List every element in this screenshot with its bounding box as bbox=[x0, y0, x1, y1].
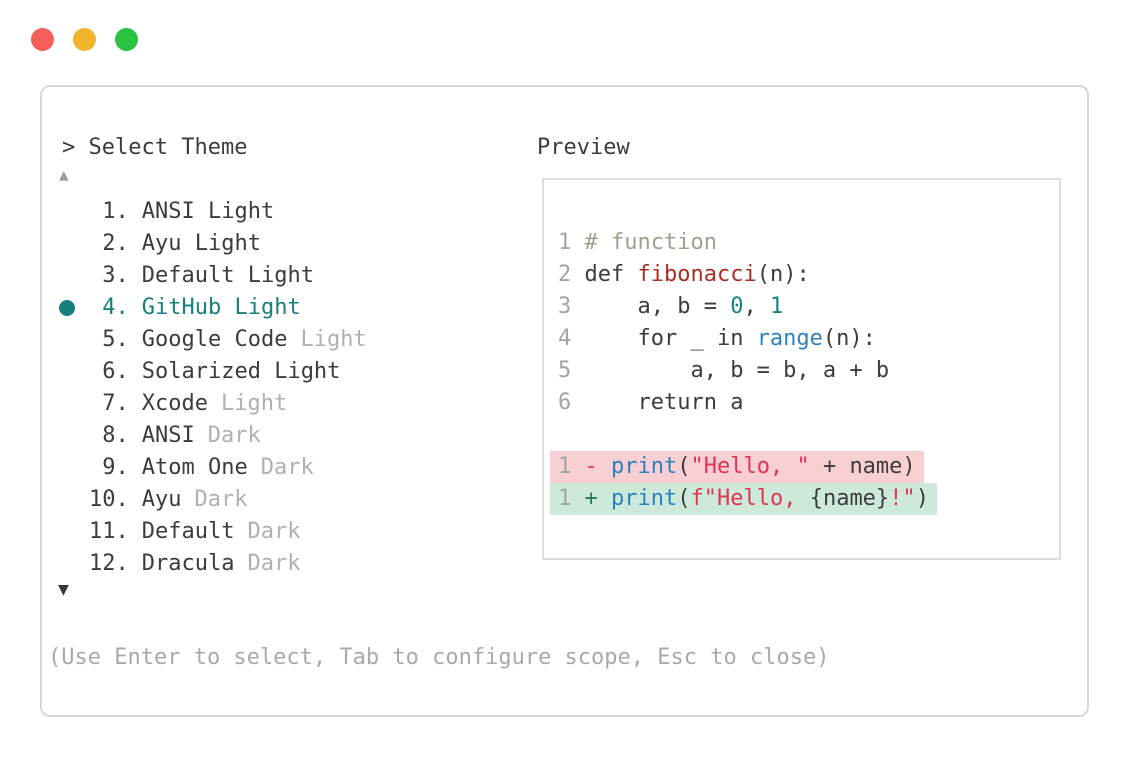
code-line: 5 a, b = b, a + b bbox=[558, 358, 890, 383]
theme-option-github-light[interactable]: 4.GitHub Light bbox=[59, 292, 367, 324]
diff-removed-line: 1 - print("Hello, " + name) bbox=[550, 451, 1059, 483]
minimize-button[interactable] bbox=[73, 28, 96, 51]
dialog-header: > Select Theme bbox=[62, 132, 247, 164]
theme-option-default-light[interactable]: 3.Default Light bbox=[89, 263, 314, 288]
close-button[interactable] bbox=[31, 28, 54, 51]
line-number: 1 bbox=[558, 486, 585, 511]
preview-pane: 1 # function 2 def fibonacci(n): 3 a, b … bbox=[542, 178, 1061, 560]
theme-option-ansi-light[interactable]: 1.ANSI Light bbox=[89, 199, 275, 224]
diff-minus-sign: - bbox=[584, 454, 611, 479]
code-line: 2 def fibonacci(n): bbox=[558, 262, 810, 287]
line-number: 4 bbox=[558, 326, 585, 351]
scroll-down-icon[interactable]: ▼ bbox=[58, 579, 69, 600]
code-line: 6 return a bbox=[558, 390, 744, 415]
keyboard-hint: (Use Enter to select, Tab to configure s… bbox=[48, 645, 830, 670]
window-controls bbox=[31, 28, 138, 51]
code-line: 1 # function bbox=[558, 230, 717, 255]
code-line: 4 for _ in range(n): bbox=[558, 326, 876, 351]
dialog-title: Select Theme bbox=[88, 135, 248, 160]
line-number: 5 bbox=[558, 358, 585, 383]
scroll-up-icon[interactable]: ▲ bbox=[59, 165, 69, 184]
prompt-caret: > bbox=[62, 135, 89, 160]
code-line-blank bbox=[558, 419, 1059, 451]
diff-plus-sign: + bbox=[584, 486, 611, 511]
code-line: 3 a, b = 0, 1 bbox=[558, 294, 784, 319]
line-number: 6 bbox=[558, 390, 585, 415]
zoom-button[interactable] bbox=[115, 28, 138, 51]
selected-bullet-icon bbox=[59, 300, 75, 316]
preview-label: Preview bbox=[537, 135, 630, 160]
line-number: 1 bbox=[558, 230, 585, 255]
code-sample: 1 # function 2 def fibonacci(n): 3 a, b … bbox=[544, 180, 1059, 515]
theme-list: 1.ANSI Light 2.Ayu Light 3.Default Light… bbox=[59, 196, 367, 580]
theme-picker-window: > Select Theme Preview ▲ 1.ANSI Light 2.… bbox=[40, 85, 1089, 717]
diff-added-line: 1 + print(f"Hello, {name}!") bbox=[550, 483, 1059, 515]
line-number: 2 bbox=[558, 262, 585, 287]
theme-option-solarized-light[interactable]: 6.Solarized Light bbox=[89, 359, 341, 384]
line-number: 3 bbox=[558, 294, 585, 319]
theme-option-ayu-light[interactable]: 2.Ayu Light bbox=[89, 231, 261, 256]
line-number: 1 bbox=[558, 454, 585, 479]
